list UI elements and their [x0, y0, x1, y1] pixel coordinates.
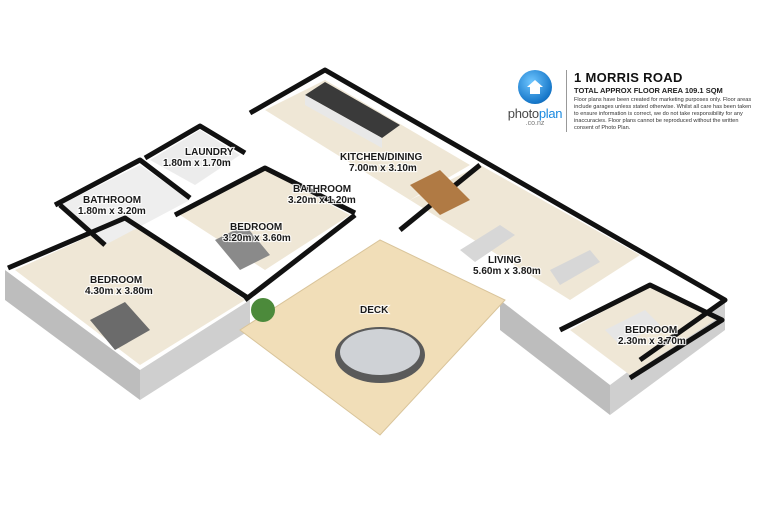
bed-mid: [215, 225, 270, 270]
bedroom-left-floor: [15, 220, 245, 365]
laundry-label: LAUNDRY: [185, 147, 234, 158]
bathroom-left-floor: [60, 165, 190, 245]
brand-domain: .co.nz: [525, 120, 545, 127]
kitchen-counter: [305, 82, 400, 138]
outer-wall-left: [5, 270, 140, 400]
sofa-right: [550, 250, 600, 285]
logo-circle: [518, 70, 552, 104]
kitchen-label: KITCHEN/DINING: [340, 152, 422, 163]
plant: [251, 298, 275, 322]
sofa-left: [460, 225, 515, 262]
property-address: 1 MORRIS ROAD: [574, 70, 683, 85]
living-label: LIVING: [488, 255, 522, 266]
bedroom-left-dims: 4.30m x 3.80m: [85, 286, 153, 297]
dining-table: [410, 170, 470, 215]
laundry-floor: [150, 130, 240, 185]
bathroom-left-dims: 1.80m x 3.20m: [78, 206, 146, 217]
bedroom-right-label: BEDROOM: [625, 325, 677, 336]
outer-wall-bottom-left: [140, 300, 250, 400]
deck-table-top: [340, 329, 420, 375]
kitchen-cabinets: [305, 95, 382, 148]
bedroom-mid-floor: [180, 170, 350, 270]
house-icon: [527, 80, 543, 94]
bedroom-mid-dims: 3.20m x 3.60m: [223, 233, 291, 244]
disclaimer-text: Floor plans have been created for market…: [574, 97, 752, 131]
total-floor-area: TOTAL APPROX FLOOR AREA 109.1 SQM: [574, 86, 723, 95]
bed-right: [605, 310, 660, 345]
bedroom-left-label: BEDROOM: [90, 275, 142, 286]
bedroom-mid-label: BEDROOM: [230, 222, 282, 233]
property-info: 1 MORRIS ROAD TOTAL APPROX FLOOR AREA 10…: [566, 70, 754, 132]
photoplan-logo: photoplan .co.nz: [500, 70, 570, 128]
kitchen-dims: 7.00m x 3.10m: [349, 163, 417, 174]
brand-name-part2: plan: [538, 106, 563, 121]
outer-wall-living-front: [500, 300, 610, 415]
living-dims: 5.60m x 3.80m: [473, 266, 541, 277]
laundry-dims: 1.80m x 1.70m: [163, 158, 231, 169]
brand-name-part1: photo: [507, 106, 539, 121]
bedroom-right-dims: 2.30m x 3.70m: [618, 336, 686, 347]
bathroom-mid-label: BATHROOM: [293, 184, 351, 195]
bed-left: [90, 302, 150, 350]
deck-label: DECK: [360, 305, 389, 316]
bathroom-left-label: BATHROOM: [83, 195, 141, 206]
wall-tops: [7, 67, 728, 381]
bathroom-mid-dims: 3.20m x 1.20m: [288, 195, 356, 206]
brand-name: photoplan: [500, 107, 570, 120]
